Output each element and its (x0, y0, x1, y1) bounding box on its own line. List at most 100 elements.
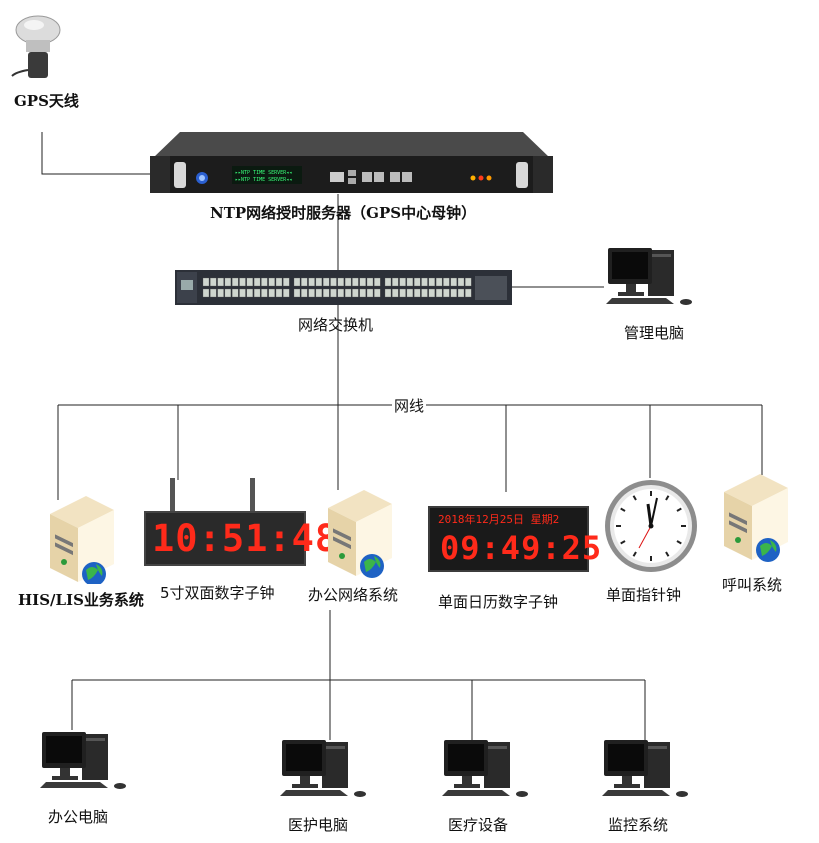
calendar-clock-label: 单面日历数字子钟 (438, 593, 559, 611)
switch-port (323, 277, 330, 287)
calendar-time: 09:49:25 (440, 529, 603, 567)
switch-port (457, 288, 465, 298)
ntp-server-icon: ▸▸NTP TIME SERVER◂◂ ▸▸NTP TIME SERVER◂◂ (150, 132, 553, 193)
switch-port (392, 277, 399, 287)
switch-port (414, 288, 421, 298)
switch-port (384, 277, 392, 287)
monitoring-pc (600, 738, 692, 804)
switch-port (283, 288, 290, 298)
switch-port (232, 277, 239, 287)
clock-tick (665, 551, 670, 557)
ntp-server-label: NTP网络授时服务器（GPS中心母钟） (210, 204, 477, 222)
medical-device (440, 738, 532, 804)
double-clock-label: 5寸双面数字子钟 (160, 584, 275, 602)
computer-icon (602, 740, 688, 797)
switch-port (406, 277, 414, 287)
switch-port (344, 277, 352, 287)
switch-port (374, 288, 381, 298)
switch-port (337, 277, 344, 287)
clock-tick (620, 507, 626, 512)
switch-port (435, 288, 443, 298)
switch-port (450, 277, 457, 287)
calendar-digital-clock: 2018年12月25日 星期2 09:49:25 (428, 506, 601, 572)
switch-port (253, 277, 261, 287)
switch-port (465, 277, 472, 287)
network-cable-label: 网线 (392, 397, 427, 415)
call-system-label: 呼叫系统 (722, 576, 783, 594)
switch-port (308, 277, 315, 287)
monitoring-label: 监控系统 (608, 816, 669, 834)
switch-port (443, 277, 450, 287)
analog-clock-icon (605, 480, 697, 572)
switch-port (275, 288, 283, 298)
switch-port (421, 277, 428, 287)
server-display-line2: ▸▸NTP TIME SERVER◂◂ (235, 177, 292, 183)
switch-port (384, 288, 392, 298)
office-pc (38, 730, 130, 796)
switch-port (366, 277, 374, 287)
server-tower-icon (724, 474, 788, 562)
switch-port (246, 277, 253, 287)
switch-port (330, 288, 337, 298)
switch-port (421, 288, 428, 298)
switch-port (224, 288, 232, 298)
server-tower-icon (50, 496, 114, 584)
network-switch-icon (175, 270, 512, 305)
office-pc-label: 办公电脑 (48, 808, 109, 826)
switch-port (261, 277, 268, 287)
switch-port (202, 288, 210, 298)
switch-port (330, 277, 337, 287)
switch-port (261, 288, 268, 298)
clock-tick (632, 495, 637, 501)
switch-port (293, 288, 301, 298)
switch-port (374, 277, 381, 287)
clock-tick (676, 540, 682, 545)
double-clock-time: 10:51:48 (152, 517, 339, 560)
calendar-date: 2018年12月25日 星期2 (438, 513, 560, 526)
switch-port (465, 288, 472, 298)
admin-pc-label: 管理电脑 (624, 324, 685, 342)
switch-port (428, 288, 435, 298)
switch-port (315, 277, 323, 287)
medical-device-label: 医疗设备 (448, 816, 509, 834)
double-digital-clock: 10:51:48 (142, 478, 337, 574)
switch-port (301, 288, 308, 298)
switch-port (232, 288, 239, 298)
switch-port (323, 288, 330, 298)
computer-icon (442, 740, 528, 797)
switch-port (359, 277, 366, 287)
switch-port (239, 288, 246, 298)
switch-port (210, 288, 217, 298)
server-tower-icon (328, 490, 392, 578)
switch-port (359, 288, 366, 298)
clock-tick (620, 540, 626, 545)
admin-pc (604, 246, 696, 312)
switch-port (344, 288, 352, 298)
switch-port (435, 277, 443, 287)
switch-port (352, 277, 359, 287)
clock-tick (676, 507, 682, 512)
switch-port (450, 288, 457, 298)
switch-port (366, 288, 374, 298)
switch-port (392, 288, 399, 298)
switch-port (399, 277, 406, 287)
switch-port (443, 288, 450, 298)
switch-port (246, 288, 253, 298)
switch-port (202, 277, 210, 287)
switch-port (283, 277, 290, 287)
medical-pc-label: 医护电脑 (288, 816, 349, 834)
analog-clock-label: 单面指针钟 (606, 586, 682, 604)
server-display-line1: ▸▸NTP TIME SERVER◂◂ (235, 170, 292, 176)
computer-icon (606, 248, 692, 305)
switch-port (457, 277, 465, 287)
switch-port (293, 277, 301, 287)
switch-port (217, 288, 224, 298)
computer-icon (280, 740, 366, 797)
switch-port (253, 288, 261, 298)
switch-port (315, 288, 323, 298)
switch-port (308, 288, 315, 298)
switch-port (337, 288, 344, 298)
switch-port (268, 288, 275, 298)
switch-port (224, 277, 232, 287)
